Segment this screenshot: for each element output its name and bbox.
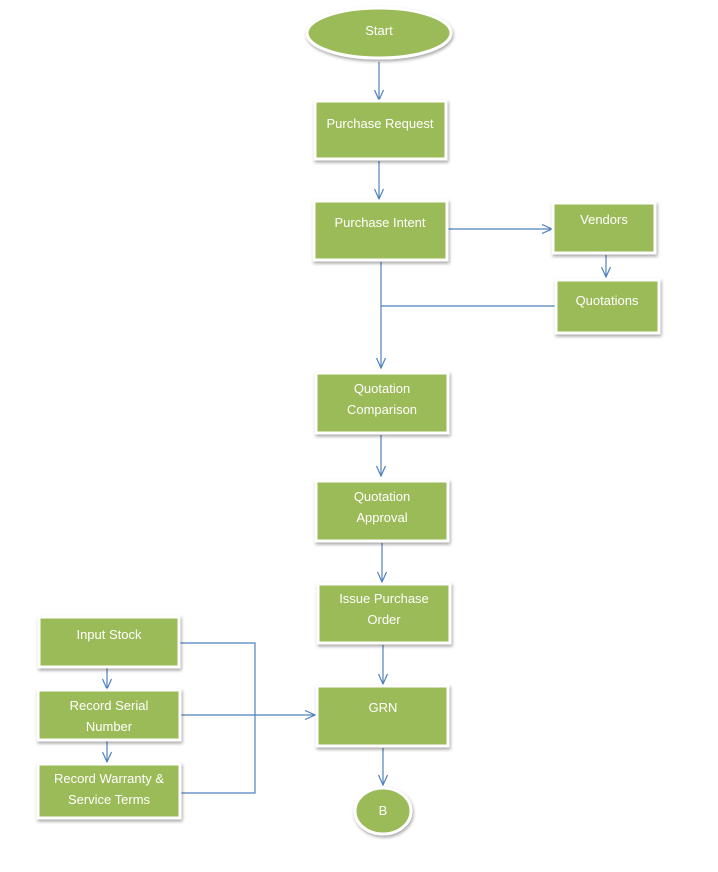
issue-purchase-order-box xyxy=(316,582,452,645)
label-line: Quotation xyxy=(354,381,410,396)
purchase-request-label: Purchase Request xyxy=(327,116,434,131)
node-b: B xyxy=(353,786,413,836)
label-line: GRN xyxy=(369,700,398,715)
label-line: Approval xyxy=(356,510,407,525)
quotations-box xyxy=(554,278,661,335)
record-warranty-box xyxy=(36,762,182,820)
label-line: Number xyxy=(86,719,133,734)
label-line: Issue Purchase xyxy=(339,591,429,606)
node-purchase-request: Purchase Request xyxy=(313,99,448,161)
quotation-comparison-box xyxy=(314,371,450,435)
connectors xyxy=(107,62,606,794)
label-line: Record Warranty & xyxy=(54,771,164,786)
label-line: Quotation xyxy=(354,489,410,504)
node-input-stock: Input Stock xyxy=(37,615,181,669)
input-stock-label: Input Stock xyxy=(76,627,142,642)
input-stock-box xyxy=(37,615,181,669)
label-line: B xyxy=(379,803,388,818)
purchase-intent-label: Purchase Intent xyxy=(334,215,425,230)
node-grn: GRN xyxy=(315,684,450,748)
label-line: Record Serial xyxy=(70,698,149,713)
label-line: Order xyxy=(367,612,401,627)
vendors-label: Vendors xyxy=(580,212,628,227)
node-quotations: Quotations xyxy=(554,278,661,335)
start-label: Start xyxy=(365,23,393,38)
label-line: Purchase Request xyxy=(327,116,434,131)
b-connector-shape xyxy=(353,786,413,836)
label-line: Vendors xyxy=(580,212,628,227)
label-line: Comparison xyxy=(347,402,417,417)
vendors-box xyxy=(551,201,657,255)
label-line: Service Terms xyxy=(68,792,151,807)
grn-label: GRN xyxy=(369,700,398,715)
node-vendors: Vendors xyxy=(551,201,657,255)
quotation-approval-box xyxy=(314,479,450,543)
node-purchase-intent: Purchase Intent xyxy=(312,199,449,262)
edge-warranty-bus xyxy=(180,715,256,794)
quotations-label: Quotations xyxy=(576,293,639,308)
node-record-warranty: Record Warranty & Service Terms xyxy=(36,762,182,820)
b-label: B xyxy=(379,803,388,818)
purchase-intent-box xyxy=(312,199,449,262)
node-start: Start xyxy=(305,6,453,60)
label-line: Input Stock xyxy=(76,627,142,642)
purchase-request-box xyxy=(313,99,448,161)
start-terminal-shape xyxy=(305,6,453,60)
label-line: Purchase Intent xyxy=(334,215,425,230)
label-line: Quotations xyxy=(576,293,639,308)
record-warranty-label: Record Warranty & Service Terms xyxy=(54,771,164,807)
record-serial-number-box xyxy=(36,688,182,742)
label-line: Start xyxy=(365,23,393,38)
edge-input-stock-bus xyxy=(180,642,256,715)
grn-box xyxy=(315,684,450,748)
